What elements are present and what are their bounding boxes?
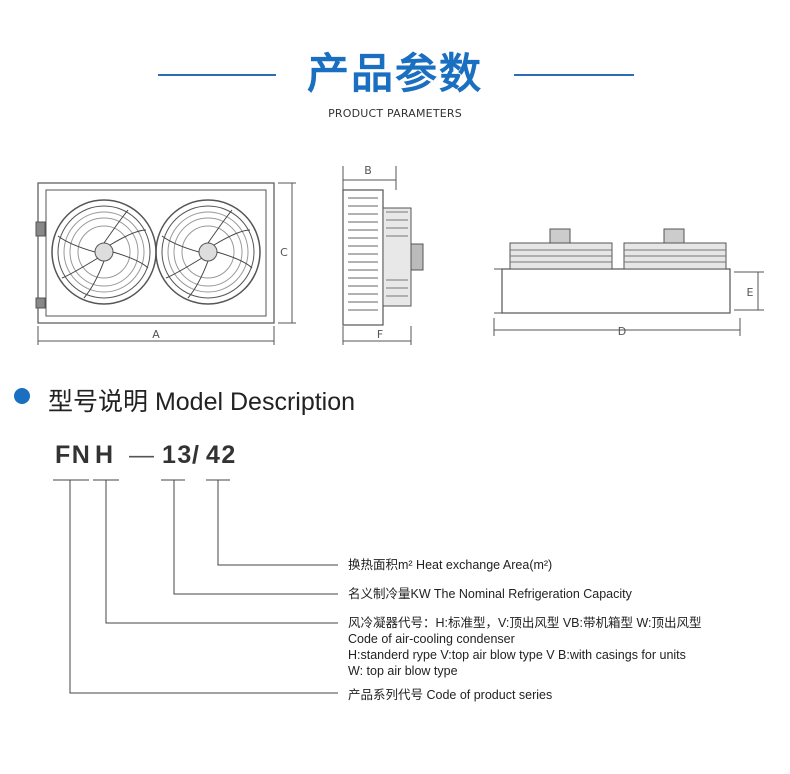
code-type: H bbox=[95, 441, 115, 469]
fan-right bbox=[155, 199, 261, 305]
dim-label-e: E bbox=[747, 286, 754, 299]
dim-label-a: A bbox=[152, 328, 160, 341]
code-capacity: 13 bbox=[162, 441, 193, 469]
code-slash: / bbox=[192, 441, 201, 469]
dim-label-b: B bbox=[364, 164, 372, 177]
desc-type-en1: Code of air-cooling condenser bbox=[348, 632, 515, 646]
section-title: 型号说明 Model Description bbox=[48, 388, 356, 416]
code-dash: — bbox=[129, 441, 156, 469]
desc-area: 换热面积m² Heat exchange Area(m²) bbox=[348, 558, 553, 572]
desc-type-cn: 风冷凝器代号：H:标准型，V:顶出风型 VB:带机箱型 W:顶出风型 bbox=[348, 616, 702, 630]
section-bullet-icon bbox=[14, 388, 30, 404]
top-view bbox=[493, 228, 764, 336]
dim-label-d: D bbox=[618, 325, 626, 338]
dim-label-c: C bbox=[280, 246, 288, 259]
header-line-left bbox=[158, 74, 276, 76]
code-series: FN bbox=[55, 441, 92, 469]
code-area: 42 bbox=[206, 441, 237, 469]
desc-capacity: 名义制冷量KW The Nominal Refrigeration Capaci… bbox=[348, 587, 632, 601]
dim-label-f: F bbox=[377, 328, 383, 341]
page-subtitle: PRODUCT PARAMETERS bbox=[328, 107, 462, 120]
header-line-right bbox=[514, 74, 634, 76]
desc-series: 产品系列代号 Code of product series bbox=[348, 688, 553, 702]
technical-drawings: A C B F bbox=[35, 164, 764, 345]
front-view bbox=[35, 182, 296, 345]
side-view bbox=[342, 166, 424, 345]
desc-type-en2: H:standerd rype V:top air blow type V B:… bbox=[348, 648, 686, 662]
page-title: 产品参数 bbox=[306, 49, 483, 98]
fan-left bbox=[51, 199, 157, 305]
desc-type-en3: W: top air blow type bbox=[348, 664, 458, 678]
